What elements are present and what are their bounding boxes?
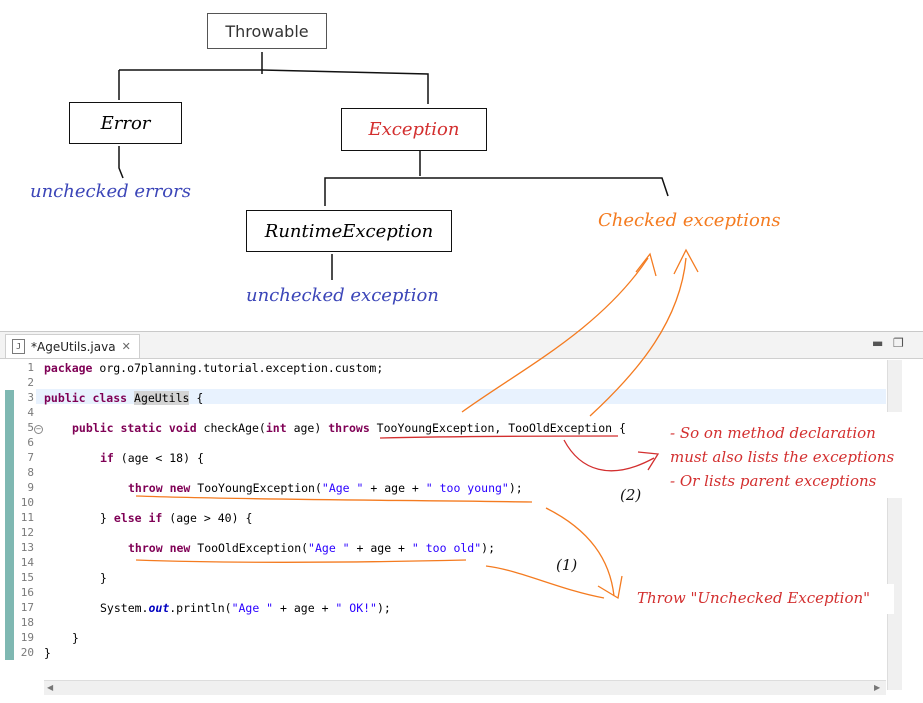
runtime-exception-label: RuntimeException: [264, 220, 434, 242]
tab-title: *AgeUtils.java: [31, 339, 116, 354]
note-line-2: must also lists the exceptions: [670, 448, 895, 466]
note-box: [662, 412, 916, 498]
line-number: 20: [20, 646, 34, 659]
code-line-9: throw new TooYoungException("Age " + age…: [128, 481, 523, 495]
scroll-right-icon[interactable]: ▶: [874, 683, 881, 692]
close-icon[interactable]: ✕: [121, 340, 131, 353]
current-line-highlight: [36, 389, 886, 404]
line-number: 16: [20, 586, 34, 599]
code-line-20: }: [44, 646, 51, 660]
maximize-icon[interactable]: ❐: [893, 336, 904, 350]
code-line-7: if (age < 18) {: [100, 451, 204, 465]
throw-note-box: [630, 584, 894, 614]
checked-exceptions-label: Checked exceptions: [598, 210, 781, 231]
code-line-5: public static void checkAge(int age) thr…: [72, 421, 626, 435]
scroll-left-icon[interactable]: ◀: [47, 683, 54, 692]
exception-box: Exception: [341, 108, 487, 151]
throwable-label: Throwable: [225, 21, 309, 41]
code-line-11: } else if (age > 40) {: [100, 511, 253, 525]
line-number: 18: [20, 616, 34, 629]
line-number: 17: [20, 601, 34, 614]
note-line-3: - Or lists parent exceptions: [670, 472, 877, 490]
line-number: 10: [20, 496, 34, 509]
marker-1: (1): [556, 556, 578, 574]
runtime-exception-box: RuntimeException: [246, 210, 452, 252]
line-number: 15: [20, 571, 34, 584]
error-box: Error: [69, 102, 182, 144]
marker-2: (2): [620, 486, 642, 504]
hierarchy-connectors: [118, 52, 669, 280]
line-number: 9: [27, 481, 34, 494]
line-number: 12: [20, 526, 34, 539]
fold-toggle-icon[interactable]: −: [34, 425, 43, 434]
java-file-icon: J: [12, 339, 25, 354]
line-number: 2: [27, 376, 34, 389]
editor-tab-bar: J *AgeUtils.java ✕ ▬ ❐: [0, 332, 923, 359]
line-number: 3: [27, 391, 34, 404]
line-number: 11: [20, 511, 34, 524]
line-number: 1: [27, 361, 34, 374]
code-line-17: System.out.println("Age " + age + " OK!"…: [100, 601, 391, 615]
line-number: 6: [27, 436, 34, 449]
code-line-1: package org.o7planning.tutorial.exceptio…: [44, 361, 384, 375]
tab-ageutils-java[interactable]: J *AgeUtils.java ✕: [5, 334, 140, 358]
code-editor: J *AgeUtils.java ✕ ▬ ❐ − 1 2 3 4 5 6 7 8…: [0, 331, 923, 703]
unchecked-exception-label: unchecked exception: [246, 285, 439, 306]
line-number: 5: [27, 421, 34, 434]
unchecked-errors-label: unchecked errors: [30, 181, 191, 202]
line-number: 4: [27, 406, 34, 419]
note-line-1: - So on method declaration: [670, 424, 876, 442]
line-number: 14: [20, 556, 34, 569]
code-line-3: public class AgeUtils {: [44, 391, 204, 405]
line-number: 8: [27, 466, 34, 479]
line-number: 13: [20, 541, 34, 554]
minimize-icon[interactable]: ▬: [872, 336, 884, 350]
throw-unchecked-label: Throw "Unchecked Exception": [637, 589, 871, 607]
change-gutter: [5, 390, 14, 660]
exception-label: Exception: [368, 119, 460, 140]
code-line-19: }: [72, 631, 79, 645]
line-number: 19: [20, 631, 34, 644]
code-line-15: }: [100, 571, 107, 585]
error-label: Error: [100, 112, 151, 134]
horizontal-scrollbar[interactable]: ◀ ▶: [44, 680, 886, 695]
throwable-box: Throwable: [207, 13, 327, 49]
code-line-13: throw new TooOldException("Age " + age +…: [128, 541, 496, 555]
line-number: 7: [27, 451, 34, 464]
